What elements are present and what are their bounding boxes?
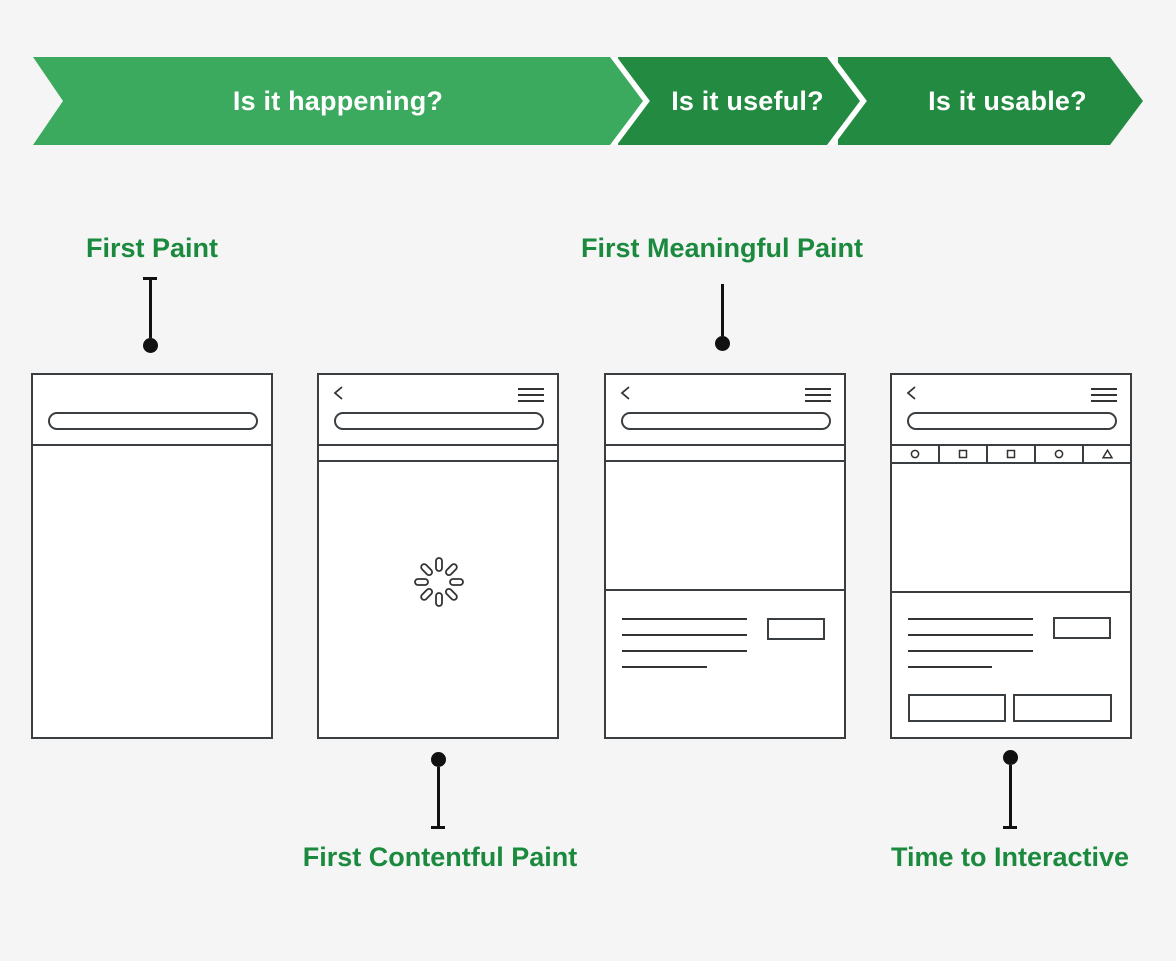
toolbar-cell bbox=[1084, 446, 1130, 462]
hero-placeholder bbox=[892, 464, 1130, 593]
pin-line bbox=[436, 767, 440, 826]
text-line bbox=[908, 666, 992, 668]
pin-first-meaningful-paint bbox=[714, 284, 730, 351]
phone-time-to-interactive bbox=[890, 373, 1132, 739]
content-band bbox=[606, 446, 844, 462]
text-line bbox=[908, 618, 1033, 620]
url-bar bbox=[48, 412, 258, 430]
spinner-icon bbox=[414, 557, 464, 607]
phone-header bbox=[892, 375, 1130, 446]
phone-first-meaningful-paint bbox=[604, 373, 846, 739]
toolbar bbox=[892, 446, 1130, 464]
hero-placeholder bbox=[606, 462, 844, 591]
pin-line bbox=[148, 280, 152, 338]
text-line bbox=[622, 666, 707, 668]
text-line bbox=[908, 650, 1033, 652]
pin-cap bbox=[1003, 826, 1017, 829]
triangle-icon bbox=[1101, 449, 1113, 459]
phone-header bbox=[319, 375, 557, 446]
pin-line bbox=[1008, 765, 1012, 826]
pin-dot bbox=[714, 336, 730, 351]
button-placeholder bbox=[767, 618, 825, 640]
menu-icon bbox=[518, 388, 544, 406]
phone-first-paint bbox=[31, 373, 273, 739]
toolbar-cell bbox=[988, 446, 1036, 462]
circle-icon bbox=[910, 449, 920, 459]
banner-label-usable: Is it usable? bbox=[928, 86, 1087, 116]
banner-label-happening: Is it happening? bbox=[232, 86, 444, 116]
pin-dot bbox=[1002, 750, 1018, 765]
circle-icon bbox=[1054, 449, 1064, 459]
text-line bbox=[908, 634, 1033, 636]
back-icon bbox=[906, 386, 916, 400]
label-time-to-interactive: Time to Interactive bbox=[890, 842, 1130, 872]
text-line bbox=[622, 618, 747, 620]
pin-cap bbox=[143, 277, 157, 280]
pin-first-contentful-paint bbox=[430, 752, 446, 829]
phone-header bbox=[33, 375, 271, 446]
url-bar bbox=[334, 412, 544, 430]
pin-line bbox=[720, 284, 724, 336]
phone-header bbox=[606, 375, 844, 446]
banner-arrows bbox=[33, 57, 1143, 145]
back-icon bbox=[333, 386, 343, 400]
menu-icon bbox=[1091, 388, 1117, 406]
content-band bbox=[319, 446, 557, 462]
label-first-meaningful-paint: First Meaningful Paint bbox=[580, 233, 863, 263]
button-placeholder bbox=[908, 694, 1006, 722]
toolbar-cell bbox=[940, 446, 988, 462]
banner-segment-usable-shape bbox=[838, 57, 1143, 145]
banner-segment-happening-shape bbox=[33, 57, 643, 145]
label-first-contentful-paint: First Contentful Paint bbox=[302, 842, 578, 872]
square-icon bbox=[1006, 449, 1016, 459]
text-line bbox=[622, 650, 747, 652]
label-first-paint: First Paint bbox=[85, 233, 219, 263]
banner-label-useful: Is it useful? bbox=[671, 86, 824, 116]
pin-dot bbox=[142, 338, 158, 353]
phone-first-contentful-paint bbox=[317, 373, 559, 739]
pin-time-to-interactive bbox=[1002, 750, 1018, 829]
url-bar bbox=[907, 412, 1117, 430]
toolbar-cell bbox=[1036, 446, 1084, 462]
url-bar bbox=[621, 412, 831, 430]
button-placeholder bbox=[1013, 694, 1112, 722]
square-icon bbox=[958, 449, 968, 459]
banner-segment-useful-shape bbox=[618, 57, 860, 145]
toolbar-cell bbox=[892, 446, 940, 462]
pin-first-paint bbox=[142, 277, 158, 353]
pin-cap bbox=[431, 826, 445, 829]
menu-icon bbox=[805, 388, 831, 406]
button-placeholder bbox=[1053, 617, 1111, 639]
text-line bbox=[622, 634, 747, 636]
pin-dot bbox=[430, 752, 446, 767]
back-icon bbox=[620, 386, 630, 400]
